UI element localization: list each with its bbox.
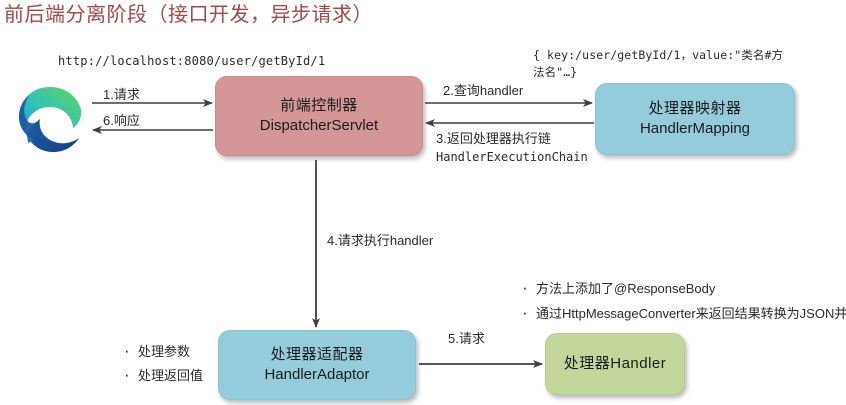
node-handler-cn: 处理器Handler xyxy=(563,355,667,372)
arrow-label-step3: 3.返回处理器执行链 xyxy=(436,131,551,146)
node-handler-mapping-en: HandlerMapping xyxy=(639,120,751,137)
arrow-label-step4: 4.请求执行handler xyxy=(327,233,434,248)
arrow-label-step5: 5.请求 xyxy=(448,331,485,346)
node-handler[interactable]: 处理器Handler xyxy=(545,333,685,395)
node-handler-mapping-cn: 处理器映射器 xyxy=(648,100,742,117)
list-item: 方法上添加了@ResponseBody xyxy=(520,275,846,301)
node-handler-adaptor-en: HandlerAdaptor xyxy=(264,366,370,383)
request-url-label: http://localhost:8080/user/getById/1 xyxy=(58,54,326,68)
notes-handler-adaptor: 处理参数 处理返回值 xyxy=(122,339,203,388)
handler-mapping-json-note: { key:/user/getById/1，value:"类名#方法名"…} xyxy=(533,48,784,79)
arrow-label-step6: 6.响应 xyxy=(103,113,140,128)
node-dispatcher-servlet-cn: 前端控制器 xyxy=(280,97,358,114)
notes-handler: 方法上添加了@ResponseBody 通过HttpMessageConvert… xyxy=(520,275,846,326)
list-item: 通过HttpMessageConverter来返回结果转换为JSON并响应 xyxy=(520,300,846,326)
arrow-label-step1: 1.请求 xyxy=(103,87,140,102)
page-title: 前后端分离阶段（接口开发，异步请求） xyxy=(4,4,373,26)
node-dispatcher-servlet[interactable]: 前端控制器 DispatcherServlet xyxy=(215,76,423,156)
node-handler-mapping[interactable]: 处理器映射器 HandlerMapping xyxy=(595,83,795,155)
list-item: 处理返回值 xyxy=(122,363,203,388)
arrow-label-step2: 2.查询handler xyxy=(443,83,524,98)
edge-browser-icon xyxy=(14,83,86,155)
node-handler-adaptor-cn: 处理器适配器 xyxy=(270,346,364,363)
list-item: 处理参数 xyxy=(122,339,203,364)
node-handler-adaptor[interactable]: 处理器适配器 HandlerAdaptor xyxy=(218,330,416,400)
node-dispatcher-servlet-en: DispatcherServlet xyxy=(259,117,379,134)
arrow-label-step3-detail: HandlerExecutionChain xyxy=(436,150,588,164)
